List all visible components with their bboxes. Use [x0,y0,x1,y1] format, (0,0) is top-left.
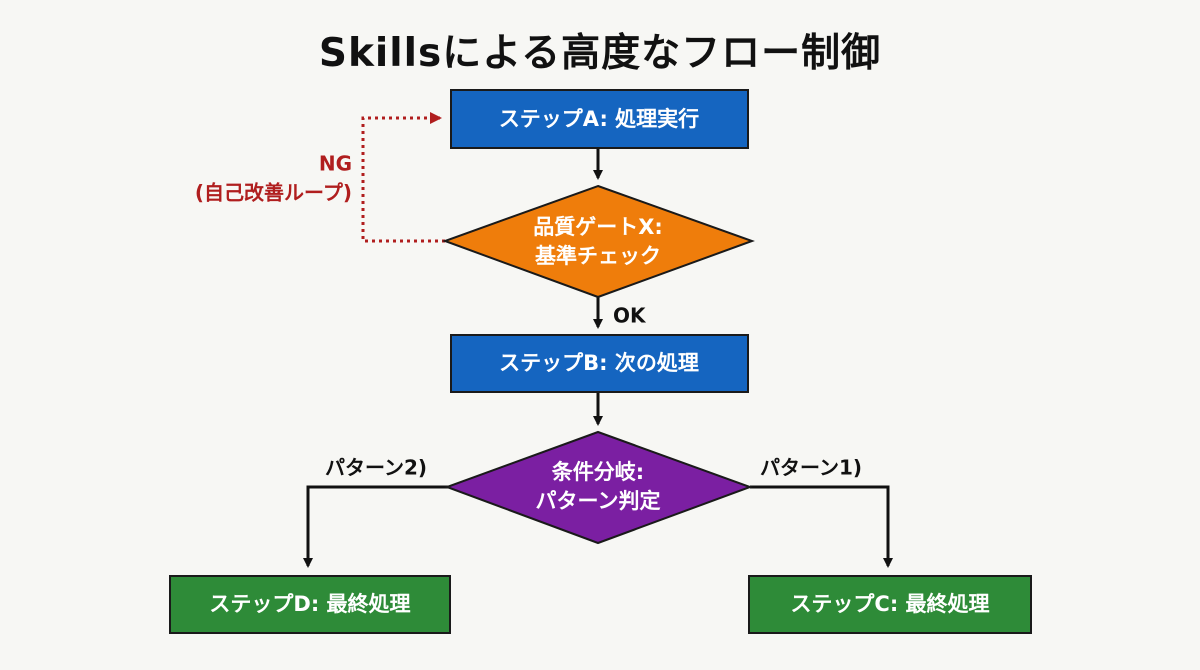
pattern2-edge-label: パターン2) [325,456,427,480]
arrow-branch-to-c [750,485,893,568]
branch-node: 条件分岐: パターン判定 [444,430,753,545]
step-d-label: ステップD: 最終処理 [209,592,410,616]
arrow-branch-to-d [303,485,450,568]
ng-edge-sublabel: (自己改善ループ) [195,181,352,205]
ok-edge-label: OK [613,304,647,328]
step-d-node: ステップD: 最終処理 [169,575,451,634]
step-a-node: ステップA: 処理実行 [450,89,749,149]
quality-gate-label-line1: 品質ゲートX: [533,215,663,239]
quality-gate-node: 品質ゲートX: 基準チェック [442,184,755,299]
branch-label-line2: パターン判定 [536,489,661,513]
step-b-label: ステップB: 次の処理 [499,351,699,375]
pattern1-edge-label: パターン1) [760,456,862,480]
step-a-label: ステップA: 処理実行 [499,107,699,131]
branch-label-line1: 条件分岐: [552,460,644,484]
diagram-title: Skillsによる高度なフロー制御 [318,31,882,76]
ng-loop-arrow [361,112,445,243]
step-b-node: ステップB: 次の処理 [450,334,749,393]
quality-gate-label-line2: 基準チェック [535,244,661,268]
step-c-node: ステップC: 最終処理 [748,575,1032,634]
step-c-label: ステップC: 最終処理 [790,592,989,616]
ng-edge-label: NG [319,152,352,176]
